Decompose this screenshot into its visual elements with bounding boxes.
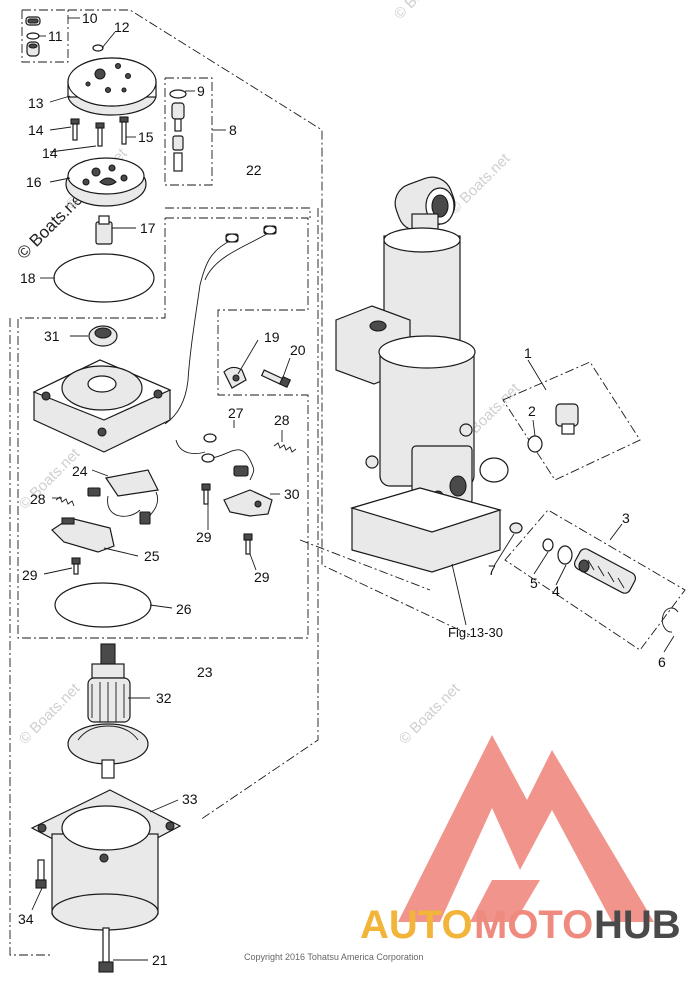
callout-18: 18 <box>20 270 36 286</box>
callout-19: 19 <box>264 329 280 345</box>
callout-25: 25 <box>144 548 160 564</box>
callout-17: 17 <box>140 220 156 236</box>
watermark-text: © Boats.net <box>446 150 514 218</box>
callout-11: 11 <box>48 28 63 44</box>
callout-8: 8 <box>229 122 237 138</box>
leader-lines <box>31 17 675 961</box>
callout-3: 3 <box>622 510 630 526</box>
part-30-brush-plate <box>223 489 273 517</box>
callout-13: 13 <box>28 95 44 111</box>
callout-5: 5 <box>530 575 538 591</box>
copyright-text: Copyright 2016 Tohatsu America Corporati… <box>244 952 423 962</box>
callout-34: 34 <box>18 911 34 927</box>
callout-2: 2 <box>528 403 536 419</box>
part-2-plug <box>555 403 579 435</box>
part-24-brush-holder <box>87 469 159 525</box>
part-17-coupling <box>95 215 113 245</box>
callout-23: 23 <box>197 664 213 680</box>
part-25-brush-plate <box>51 517 115 553</box>
callout-9: 9 <box>197 83 205 99</box>
callout-26: 26 <box>176 601 192 617</box>
automotohub-logo-mark <box>398 735 654 922</box>
logo-moto: MOTO <box>474 903 593 947</box>
callout-24: 24 <box>72 463 88 479</box>
watermark-text: © Boats.net <box>396 680 464 748</box>
callout-20: 20 <box>290 342 306 358</box>
logo-auto: AUTO <box>360 903 473 947</box>
part-21-bolt <box>98 927 114 973</box>
part-32-armature <box>67 643 149 779</box>
automotohub-logo-text: AUTO MOTO HUB <box>360 903 681 947</box>
part-10-seal-kit <box>25 16 41 57</box>
part-34-bolt <box>35 859 47 889</box>
callout-29a: 29 <box>196 529 212 545</box>
callout-28a: 28 <box>274 412 290 428</box>
part-3-valve-spool <box>573 548 637 594</box>
part-27-brush-lead <box>175 433 255 481</box>
callout-14a: 14 <box>28 122 44 138</box>
callout-22: 22 <box>246 162 262 178</box>
callout-21: 21 <box>152 952 168 968</box>
part-22-harness <box>164 225 277 425</box>
part-18-o-ring <box>53 253 155 303</box>
assembly-outlines <box>9 9 686 956</box>
part-4-5-o-rings <box>542 538 573 565</box>
callout-30: 30 <box>284 486 300 502</box>
callout-33: 33 <box>182 791 198 807</box>
callout-29c: 29 <box>254 569 270 585</box>
part-31-bearing <box>88 325 118 347</box>
callout-32: 32 <box>156 690 172 706</box>
trim-cylinder-assembly <box>335 176 509 573</box>
part-2-washer <box>527 435 543 453</box>
motor-flange-housing <box>32 359 172 453</box>
part-33-motor-yoke <box>30 789 182 931</box>
callout-6: 6 <box>658 654 666 670</box>
part-8-9-valve <box>169 89 187 172</box>
logo-hub: HUB <box>594 903 681 947</box>
callout-29b: 29 <box>22 567 38 583</box>
callout-12: 12 <box>114 19 130 35</box>
callout-10: 10 <box>82 10 98 26</box>
figure-reference: Fig.13-30 <box>448 625 503 640</box>
callout-27: 27 <box>228 405 244 421</box>
callout-15: 15 <box>138 129 154 145</box>
part-28-springs <box>55 442 297 507</box>
callout-1: 1 <box>524 345 532 361</box>
watermark-text: © Boats.net <box>391 0 459 23</box>
part-19-20-clamp-screw <box>223 366 292 389</box>
callout-28b: 28 <box>30 491 46 507</box>
callout-31: 31 <box>44 328 60 344</box>
part-6-snap-ring <box>661 607 679 633</box>
callout-7: 7 <box>488 562 496 578</box>
part-7-seal <box>509 522 523 534</box>
part-13-cover-plate <box>67 44 157 116</box>
callout-4: 4 <box>552 583 560 599</box>
callout-16: 16 <box>26 174 42 190</box>
part-16-pump-body <box>65 157 147 207</box>
callout-14b: 14 <box>42 145 58 161</box>
part-14-15-bolts <box>70 116 129 147</box>
part-26-o-ring <box>54 582 152 628</box>
part-29-screws <box>71 483 253 575</box>
callout-numbers: 10 11 12 13 14 14 15 16 17 18 9 8 22 31 … <box>18 10 666 968</box>
